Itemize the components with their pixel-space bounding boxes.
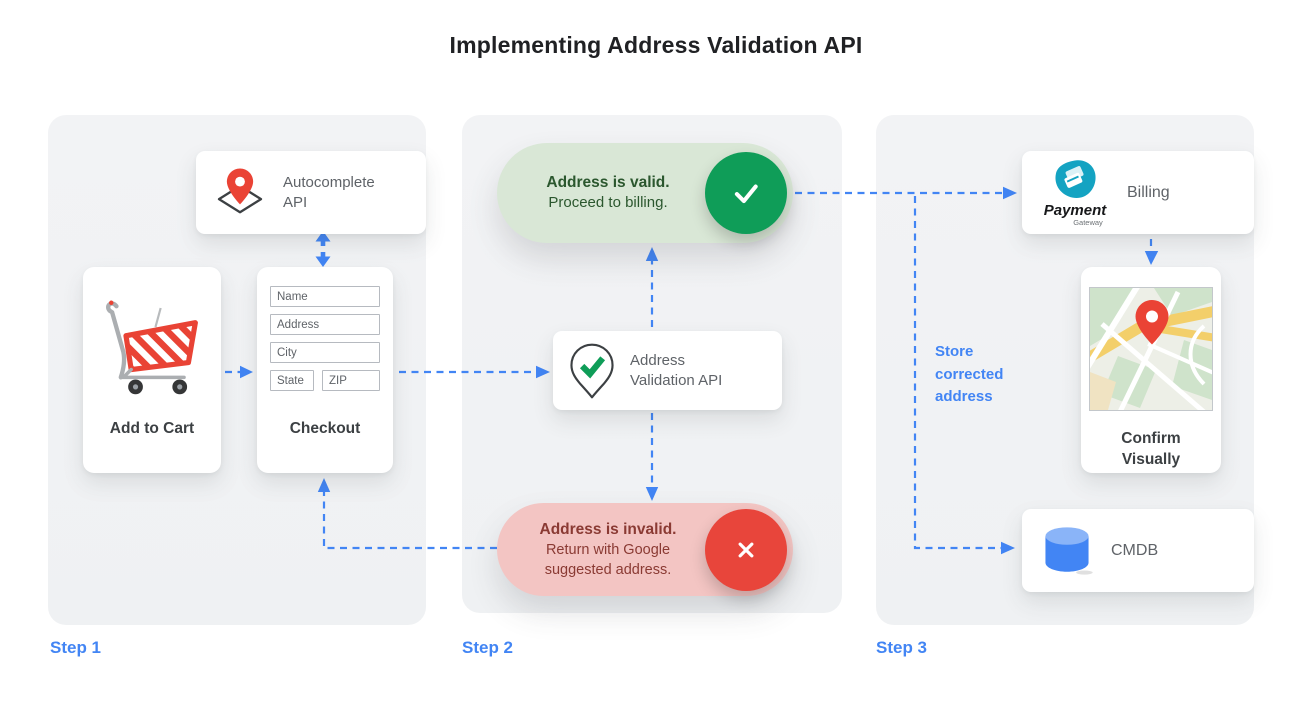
- map-thumbnail-icon: [1079, 280, 1218, 418]
- city-field: City: [270, 342, 380, 363]
- zip-field: ZIP: [322, 370, 380, 391]
- database-icon: [1045, 526, 1093, 575]
- map-pin-check-icon: [570, 343, 614, 398]
- payment-logo-subtitle: Gateway: [1073, 217, 1103, 227]
- address-valid-title: Address is valid.: [546, 173, 670, 191]
- billing-card: Payment Gateway Billing: [1022, 151, 1254, 234]
- billing-label: Billing: [1127, 183, 1170, 201]
- address-invalid-subtitle: Return with Google suggested address.: [544, 542, 672, 579]
- add-to-cart-label: Add to Cart: [109, 420, 195, 437]
- address-valid-text: Address is valid. Proceed to billing.: [497, 172, 705, 214]
- payment-gateway-blob-icon: [1055, 159, 1096, 198]
- address-field: Address: [270, 314, 380, 335]
- name-field: Name: [270, 286, 380, 307]
- step1-label: Step 1: [50, 638, 102, 657]
- address-validation-api-label: Address Validation API: [630, 351, 723, 389]
- step2-label: Step 2: [462, 638, 514, 657]
- checkout-form: Name Address City State ZIP: [270, 286, 380, 398]
- payment-logo-title: Payment: [1043, 201, 1107, 219]
- double-arrow-icon: [315, 231, 331, 267]
- cmdb-label: CMDB: [1111, 541, 1159, 559]
- confirm-visually-card: Confirm Visually: [1079, 267, 1221, 473]
- address-invalid-text: Address is invalid. Return with Google s…: [497, 519, 705, 580]
- step3-label: Step 3: [876, 638, 928, 657]
- store-corrected-address-note: Store corrected address: [935, 343, 1004, 405]
- cmdb-card: CMDB: [1022, 509, 1254, 592]
- address-valid-subtitle: Proceed to billing.: [548, 194, 668, 212]
- address-invalid-title: Address is invalid.: [539, 520, 677, 538]
- checkout-label: Checkout: [289, 420, 361, 437]
- checkout-card: Name Address City State ZIP Checkout: [257, 267, 393, 473]
- map-pin-diamond-icon: [217, 168, 263, 213]
- page-title: Implementing Address Validation API: [449, 32, 863, 58]
- payment-gateway-logo: Payment Gateway: [1038, 159, 1112, 227]
- confirm-visually-label: Confirm Visually: [1121, 430, 1181, 468]
- x-circle-icon: [705, 508, 787, 591]
- address-invalid-pill: Address is invalid. Return with Google s…: [497, 503, 793, 596]
- address-valid-pill: Address is valid. Proceed to billing.: [497, 143, 793, 243]
- check-circle-icon: [705, 152, 787, 234]
- add-to-cart-card: Add to Cart: [83, 267, 221, 473]
- state-field: State: [270, 370, 314, 391]
- shopping-cart-icon: [106, 300, 198, 395]
- address-validation-api-card: Address Validation API: [553, 331, 782, 410]
- autocomplete-api-card: Autocomplete API: [196, 151, 426, 234]
- autocomplete-api-label: Autocomplete API: [283, 173, 375, 211]
